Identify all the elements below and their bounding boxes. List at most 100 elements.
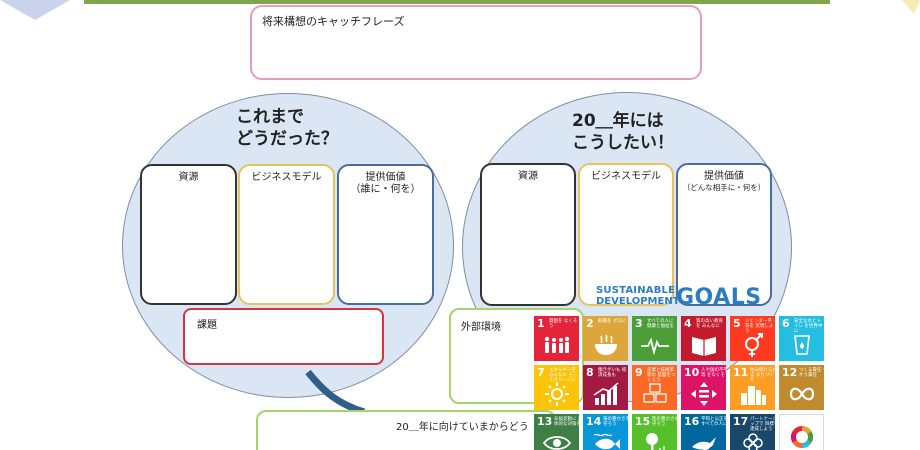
arrow-to-path	[305, 369, 366, 416]
sdg-goal-8-tile: 8 働きがいも 経済成長も	[583, 365, 628, 410]
sdgs-title-line1: SUSTAINABLE	[596, 285, 676, 296]
bowl-icon	[591, 332, 621, 358]
sdg-goal-text: 海の豊かさを 守ろう	[603, 417, 628, 427]
top-rule	[84, 0, 830, 4]
sdg-goal-text: 働きがいも 経済成長も	[598, 368, 627, 378]
future-business-model-card[interactable]: ビジネスモデル	[578, 163, 674, 306]
sdg-goal-number: 7	[537, 366, 545, 379]
sdg-goal-text: 気候変動に 具体的な対策を	[554, 417, 579, 427]
sdg-goal-1-tile: 1 貧困を なくそう	[534, 316, 579, 361]
future-value-label: 提供価値	[704, 171, 744, 182]
future-title-line2: こうしたい！	[572, 133, 674, 153]
sdg-goal-text: 産業と技術革新の 基盤をつくろう	[647, 368, 676, 383]
sdg-goal-number: 3	[635, 317, 643, 330]
past-resources-card[interactable]: 資源	[140, 164, 237, 305]
dove-icon	[689, 430, 719, 450]
sdg-goal-text: パートナーシップで 目標を達成しよう	[750, 417, 775, 432]
catchphrase-box[interactable]: 将来構想のキャッチフレーズ	[250, 5, 702, 80]
sdg-goal-number: 2	[586, 317, 594, 330]
sdgs-logo: SUSTAINABLE DEVELOPMENT GOALS	[596, 285, 766, 315]
sdgs-title-line2: DEVELOPMENT	[596, 296, 680, 307]
sdg-goal-number: 17	[733, 415, 749, 428]
sdg-goal-number: 4	[684, 317, 692, 330]
sdg-goal-text: エネルギーをみんなに そしてクリーンに	[549, 368, 578, 383]
book-icon	[689, 332, 719, 358]
sdg-goal-6-tile: 6 安全な水とトイレ を世界中に	[779, 316, 824, 361]
path-label: 20＿年に向けていまからどう	[396, 422, 529, 433]
equality-icon	[689, 381, 719, 407]
sdg-goal-text: 安全な水とトイレ を世界中に	[794, 319, 823, 334]
gender-icon	[738, 332, 768, 358]
sdg-goal-4-tile: 4 質の高い教育を みんなに	[681, 316, 726, 361]
sun-icon	[542, 381, 572, 407]
water-icon	[787, 332, 817, 358]
sdg-goal-number: 14	[586, 415, 602, 428]
sdg-goal-text: 陸の豊かさも 守ろう	[652, 417, 677, 427]
sdg-goal-text: ジェンダー平等を 実現しよう	[745, 319, 774, 334]
past-resources-label: 資源	[178, 172, 199, 183]
past-title-line1: これまで	[236, 107, 304, 127]
sdg-wheel-tile	[779, 414, 824, 450]
past-title-line2: どうだった？	[236, 129, 338, 149]
flower-icon	[738, 430, 768, 450]
past-value-label: 提供価値	[365, 172, 406, 183]
past-title: これまで どうだった？	[236, 106, 338, 150]
sdg-goal-number: 15	[635, 415, 651, 428]
future-business-model-label: ビジネスモデル	[591, 171, 661, 182]
sdg-goal-number: 8	[586, 366, 594, 379]
past-value-card[interactable]: 提供価値 （誰に・何を）	[337, 164, 434, 305]
sdg-goal-number: 16	[684, 415, 700, 428]
cubes-icon	[640, 381, 670, 407]
sdg-goal-number: 6	[782, 317, 790, 330]
external-env-label: 外部環境	[461, 322, 501, 333]
future-resources-card[interactable]: 資源	[480, 163, 576, 306]
sdg-goal-text: 平和と公正を すべての人に	[701, 417, 726, 427]
sdg-goal-5-tile: 5 ジェンダー平等を 実現しよう	[730, 316, 775, 361]
heartbeat-icon	[640, 332, 670, 358]
issue-label: 課題	[197, 320, 217, 331]
past-business-model-label: ビジネスモデル	[251, 172, 322, 183]
sdg-goal-text: つくる責任 つかう責任	[799, 368, 824, 378]
eye-icon	[542, 430, 572, 450]
past-value-sub: （誰に・何を）	[350, 184, 421, 195]
future-title-line1: 20＿年には	[572, 111, 664, 131]
growth-icon	[591, 381, 621, 407]
corner-decoration-right	[902, 0, 920, 14]
fish-icon	[591, 430, 621, 450]
infinity-icon	[787, 381, 817, 407]
sdg-goal-number: 5	[733, 317, 741, 330]
sdg-goal-2-tile: 2 飢餓を ゼロに	[583, 316, 628, 361]
issue-box[interactable]: 課題	[183, 308, 384, 365]
sdg-goal-3-tile: 3 すべての人に 健康と福祉を	[632, 316, 677, 361]
sdg-goal-text: 貧困を なくそう	[549, 319, 578, 329]
catchphrase-label: 将来構想のキャッチフレーズ	[262, 15, 405, 28]
future-resources-label: 資源	[518, 171, 538, 182]
people-icon	[542, 332, 572, 358]
corner-decoration-left	[0, 0, 70, 20]
sdg-goal-number: 11	[733, 366, 749, 379]
sdg-goal-text: 質の高い教育を みんなに	[696, 319, 723, 329]
tree-icon	[640, 430, 670, 450]
sdg-goal-text: 飢餓を ゼロに	[598, 319, 627, 324]
future-value-card[interactable]: 提供価値 （どんな相手に・何を）	[676, 163, 772, 306]
sdg-goal-text: 住み続けられる まちづくりを	[750, 368, 775, 383]
sdgs-title-goals: GOALS	[676, 285, 762, 310]
sdg-goal-number: 13	[537, 415, 553, 428]
path-box[interactable]: 20＿年に向けていまからどう	[256, 410, 556, 450]
past-business-model-card[interactable]: ビジネスモデル	[238, 164, 335, 305]
sdg-goal-number: 1	[537, 317, 545, 330]
sdg-goal-text: すべての人に 健康と福祉を	[647, 319, 674, 329]
future-title: 20＿年には こうしたい！	[572, 110, 674, 154]
sdg-goal-number: 10	[684, 366, 700, 379]
future-value-sub: （どんな相手に・何を）	[682, 183, 766, 192]
sdg-goal-number: 12	[782, 366, 798, 379]
